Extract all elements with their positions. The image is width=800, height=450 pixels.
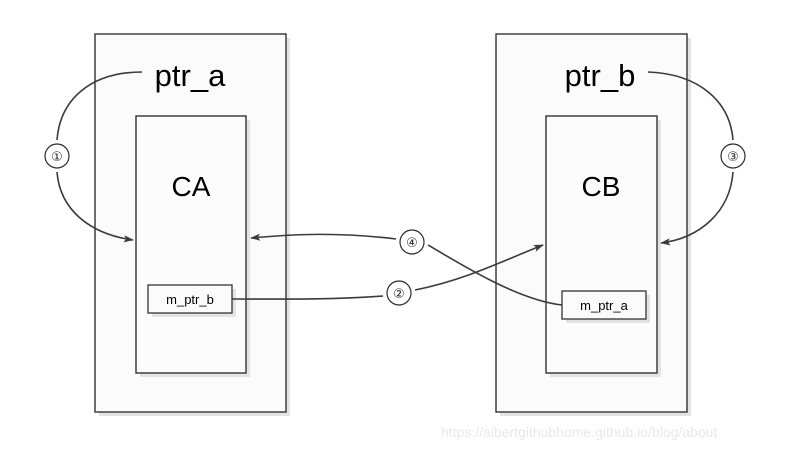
left-pointer-label: ptr_a: [155, 58, 226, 93]
connector-3-lower: [660, 171, 734, 246]
watermark: https://albertgithubhome.github.io/blog/…: [441, 424, 717, 440]
connector-1-lower: [56, 171, 134, 243]
m-ptr-b-box: [147, 284, 233, 314]
marker-3-circle: [720, 143, 746, 169]
marker-4-circle: [399, 229, 425, 255]
marker-2-circle: [386, 280, 412, 306]
marker-4-label: ④: [406, 236, 418, 251]
marker-2-label: ②: [393, 287, 405, 302]
m-ptr-a-box: [561, 290, 647, 320]
m-ptr-a-label: m_ptr_a: [580, 298, 628, 313]
connector-4-left: [250, 233, 397, 241]
connector-4-right: [427, 244, 563, 306]
marker-3-label: ③: [727, 150, 739, 165]
ca-box: [135, 115, 247, 374]
connector-3-upper: [647, 71, 734, 141]
marker-1-label: ①: [51, 150, 63, 165]
connector-2-left: [231, 295, 384, 300]
connector-2-right: [414, 244, 544, 291]
ca-class-label: CA: [172, 171, 211, 202]
cb-class-label: CB: [582, 171, 621, 202]
connector-1-upper: [56, 71, 143, 141]
m-ptr-b-label: m_ptr_b: [166, 292, 214, 307]
marker-1-circle: [44, 143, 70, 169]
cb-box: [545, 115, 658, 374]
right-pointer-label: ptr_b: [565, 58, 636, 93]
